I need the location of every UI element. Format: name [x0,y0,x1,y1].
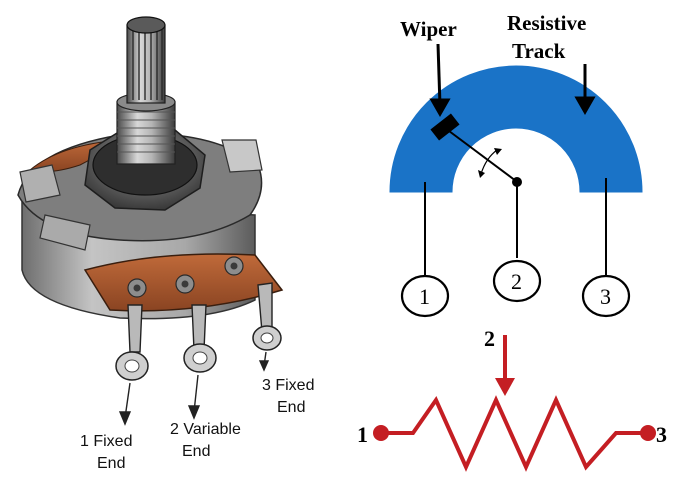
pot-tab-bottom [39,214,91,251]
symbol-terminal-dot-1 [373,425,389,441]
resistor-zigzag [383,395,646,472]
potentiometer-symbol: 1 2 3 [357,326,667,472]
pot-pin-arrows [118,351,270,426]
potentiometer-illustration: 1 Fixed End 2 Variable End 3 Fixed End [17,16,314,472]
pin3-label-line1: 3 Fixed [262,377,314,394]
symbol-terminal-1: 1 [357,422,368,447]
track-label-line1: Resistive [507,11,586,35]
resistive-track [389,65,643,193]
pot-terminal-lugs [127,282,273,353]
pot-shaft-top [126,16,166,34]
wiper-pivot [512,177,522,187]
symbol-wiper-arrow-head [495,378,515,396]
pin2-label-line2: End [182,443,210,460]
pin1-label-line2: End [97,455,125,472]
pot-shaft-knurl [132,28,163,100]
label-pointers [429,43,596,118]
terminal-leads [424,178,607,275]
symbol-terminal-3: 3 [656,422,667,447]
symbol-terminal-2: 2 [484,326,495,351]
pin3-label-line2: End [277,399,305,416]
rotation-arrow [480,149,498,175]
pin2-label-line1: 2 Variable [170,421,241,438]
pot-bushing-threads [117,111,175,153]
schematic-terminal-1: 1 [419,284,430,309]
pot-tab-left [19,164,61,203]
pot-tab-right [221,139,263,173]
schematic-terminal-2: 2 [511,269,522,294]
terminal-circles [400,259,631,318]
wiper-arm [444,127,517,182]
symbol-terminal-dot-3 [640,425,656,441]
internal-schematic: Wiper Resistive Track 1 2 [389,11,643,318]
track-label-line2: Track [512,39,566,63]
wiper-label: Wiper [400,17,457,41]
wiper-contact [430,113,460,141]
schematic-terminal-3: 3 [600,284,611,309]
pin1-label-line1: 1 Fixed [80,433,132,450]
